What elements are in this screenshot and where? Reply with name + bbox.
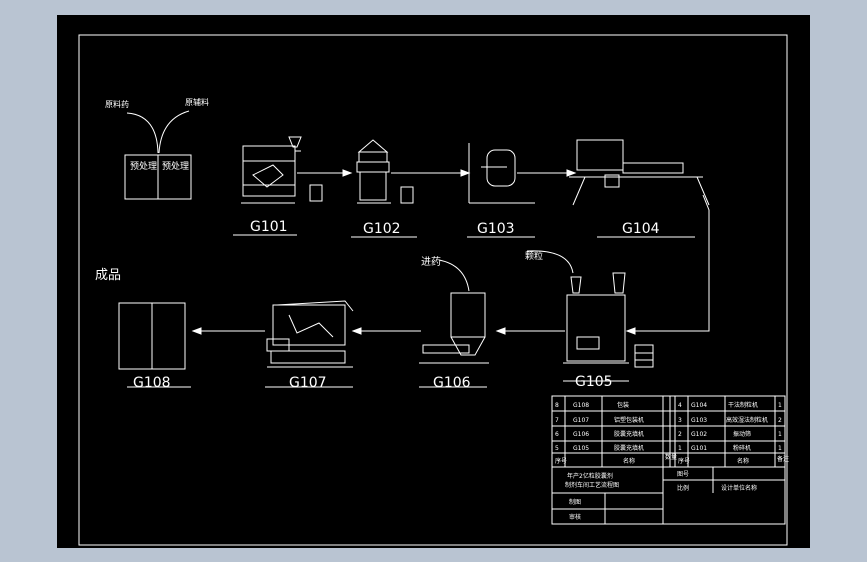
title-block-rows: 8 G108 包装 4 G104 干法制粒机 1 7 G107 铝塑包装机 3 …	[555, 401, 789, 521]
svg-text:G108: G108	[573, 402, 589, 409]
granule-feed-line	[526, 250, 574, 274]
svg-text:6: 6	[555, 431, 559, 438]
drug-feed-line	[438, 259, 470, 292]
svg-text:2: 2	[778, 417, 782, 424]
svg-text:3: 3	[678, 417, 682, 424]
g104-dry-granulator-icon	[569, 139, 710, 206]
svg-text:包装: 包装	[617, 401, 629, 409]
svg-text:G102: G102	[691, 431, 707, 438]
svg-text:G103: G103	[691, 417, 707, 424]
svg-text:G106: G106	[573, 431, 589, 438]
g102-vibrating-sieve-icon	[356, 139, 414, 204]
product-label: 成品	[95, 268, 121, 283]
svg-text:序号: 序号	[555, 457, 567, 465]
svg-text:审核: 审核	[569, 513, 581, 521]
auxiliary-feed-line	[158, 110, 190, 154]
pretreat-right-label: 预处理	[162, 160, 189, 172]
svg-text:1: 1	[778, 445, 782, 452]
svg-text:胶囊充填机: 胶囊充填机	[614, 430, 644, 438]
g103-granulator-icon	[468, 143, 535, 204]
equipment-code: G105	[575, 374, 613, 390]
drawing-title-line2: 制剂车间工艺流程图	[565, 481, 619, 489]
raw-drug-label: 原料药	[105, 99, 129, 109]
title-block	[551, 395, 786, 525]
raw-drug-feed-line	[126, 112, 159, 154]
g107-blister-packer-icon	[266, 300, 354, 368]
equipment-code: G103	[477, 221, 515, 237]
svg-text:备注: 备注	[777, 455, 789, 463]
g104-to-g105-line	[627, 194, 710, 332]
process-flow-diagram: 原料药 原辅料 预处理 预处理 成品 进药 颗粒 G101 G102 G103 …	[78, 34, 789, 546]
drawing-sheet: 原料药 原辅料 预处理 预处理 成品 进药 颗粒 G101 G102 G103 …	[57, 15, 810, 548]
svg-text:高效湿法制粒机: 高效湿法制粒机	[726, 416, 768, 424]
svg-text:G104: G104	[691, 402, 707, 409]
svg-text:1: 1	[778, 402, 782, 409]
svg-text:G107: G107	[573, 417, 589, 424]
svg-text:振动筛: 振动筛	[733, 430, 751, 438]
g106-capsule-polisher-icon	[419, 292, 489, 364]
svg-text:图号: 图号	[677, 471, 689, 478]
equipment-code: G101	[250, 219, 288, 235]
g101-crusher-icon	[241, 136, 323, 204]
svg-text:比例: 比例	[677, 484, 689, 492]
feed-drug-label: 进药	[421, 256, 441, 268]
svg-text:G105: G105	[573, 445, 589, 452]
pretreat-left-label: 预处理	[130, 160, 157, 172]
svg-text:数量: 数量	[665, 453, 677, 461]
svg-text:铝塑包装机: 铝塑包装机	[614, 416, 644, 424]
svg-text:名称: 名称	[737, 457, 749, 465]
equipment-code: G108	[133, 375, 171, 391]
svg-text:8: 8	[555, 402, 559, 409]
svg-text:序号: 序号	[678, 457, 690, 465]
equipment-code: G106	[433, 375, 471, 391]
equipment-code: G102	[363, 221, 401, 237]
drawing-frame	[78, 34, 788, 546]
svg-text:名称: 名称	[623, 457, 635, 465]
equipment-code: G104	[622, 221, 660, 237]
svg-text:G101: G101	[691, 445, 707, 452]
g105-capsule-filler-icon	[563, 272, 654, 368]
feed-granule-label: 颗粒	[525, 250, 543, 262]
svg-text:制图: 制图	[569, 498, 581, 506]
svg-text:干法制粒机: 干法制粒机	[728, 401, 758, 409]
svg-text:1: 1	[778, 431, 782, 438]
svg-text:粉碎机: 粉碎机	[733, 444, 751, 452]
svg-text:1: 1	[678, 445, 682, 452]
svg-text:4: 4	[678, 402, 682, 409]
svg-text:7: 7	[555, 417, 559, 424]
svg-text:5: 5	[555, 445, 559, 452]
auxiliary-label: 原辅料	[185, 97, 209, 107]
drawing-title-line1: 年产2亿粒胶囊剂	[567, 472, 613, 480]
svg-text:2: 2	[678, 431, 682, 438]
svg-text:胶囊充填机: 胶囊充填机	[614, 444, 644, 452]
equipment-code: G107	[289, 375, 327, 391]
svg-text:设计单位名称: 设计单位名称	[721, 484, 757, 492]
